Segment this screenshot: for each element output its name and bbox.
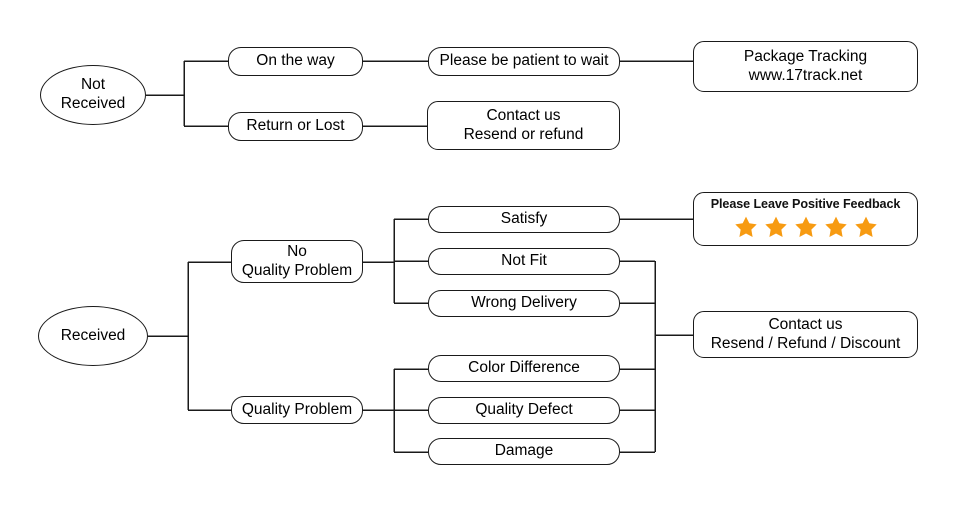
- node-damage[interactable]: Damage: [428, 438, 620, 465]
- node-return-or-lost-label: Return or Lost: [246, 117, 345, 135]
- node-quality-defect[interactable]: Quality Defect: [428, 397, 620, 424]
- node-no-quality-problem-line1: No: [287, 242, 307, 260]
- node-satisfy[interactable]: Satisfy: [428, 206, 620, 233]
- node-please-be-patient[interactable]: Please be patient to wait: [428, 47, 620, 76]
- node-quality-defect-label: Quality Defect: [475, 401, 573, 419]
- node-no-quality-problem[interactable]: No Quality Problem: [231, 240, 363, 283]
- node-wrong-delivery-label: Wrong Delivery: [471, 294, 577, 312]
- node-on-the-way-label: On the way: [256, 52, 335, 70]
- node-satisfy-label: Satisfy: [500, 210, 548, 228]
- node-contact-us-top-line2: Resend or refund: [463, 125, 584, 143]
- node-quality-problem[interactable]: Quality Problem: [231, 396, 363, 424]
- node-positive-feedback-label: Please Leave Positive Feedback: [710, 197, 901, 211]
- node-not-fit-label: Not Fit: [501, 252, 547, 270]
- star-rating[interactable]: [734, 215, 878, 239]
- node-quality-problem-label: Quality Problem: [241, 400, 353, 418]
- star-icon[interactable]: [764, 215, 788, 239]
- node-positive-feedback[interactable]: Please Leave Positive Feedback: [693, 192, 918, 246]
- node-color-difference[interactable]: Color Difference: [428, 355, 620, 382]
- node-contact-us-top-line1: Contact us: [486, 106, 561, 124]
- star-icon[interactable]: [824, 215, 848, 239]
- star-icon[interactable]: [794, 215, 818, 239]
- node-package-tracking-line1: Package Tracking: [743, 47, 868, 65]
- node-contact-us-bottom-line2: Resend / Refund / Discount: [710, 334, 901, 352]
- node-not-received-line2: Received: [60, 95, 126, 112]
- node-wrong-delivery[interactable]: Wrong Delivery: [428, 290, 620, 317]
- star-icon[interactable]: [734, 215, 758, 239]
- node-not-received[interactable]: Not Received: [40, 65, 146, 125]
- node-package-tracking-line2: www.17track.net: [748, 66, 863, 84]
- node-color-difference-label: Color Difference: [468, 359, 580, 377]
- node-contact-us-resend-or-refund[interactable]: Contact us Resend or refund: [427, 101, 620, 150]
- node-contact-us-resend-refund-discount[interactable]: Contact us Resend / Refund / Discount: [693, 311, 918, 358]
- node-received[interactable]: Received: [38, 306, 148, 366]
- node-return-or-lost[interactable]: Return or Lost: [228, 112, 363, 141]
- node-please-be-patient-label: Please be patient to wait: [439, 52, 609, 70]
- node-not-fit[interactable]: Not Fit: [428, 248, 620, 275]
- node-package-tracking[interactable]: Package Tracking www.17track.net: [693, 41, 918, 92]
- node-contact-us-bottom-line1: Contact us: [768, 315, 843, 333]
- node-on-the-way[interactable]: On the way: [228, 47, 363, 76]
- node-no-quality-problem-line2: Quality Problem: [241, 261, 353, 279]
- node-not-received-line1: Not: [80, 76, 106, 94]
- star-icon[interactable]: [854, 215, 878, 239]
- node-damage-label: Damage: [494, 442, 554, 460]
- node-received-label: Received: [60, 326, 126, 344]
